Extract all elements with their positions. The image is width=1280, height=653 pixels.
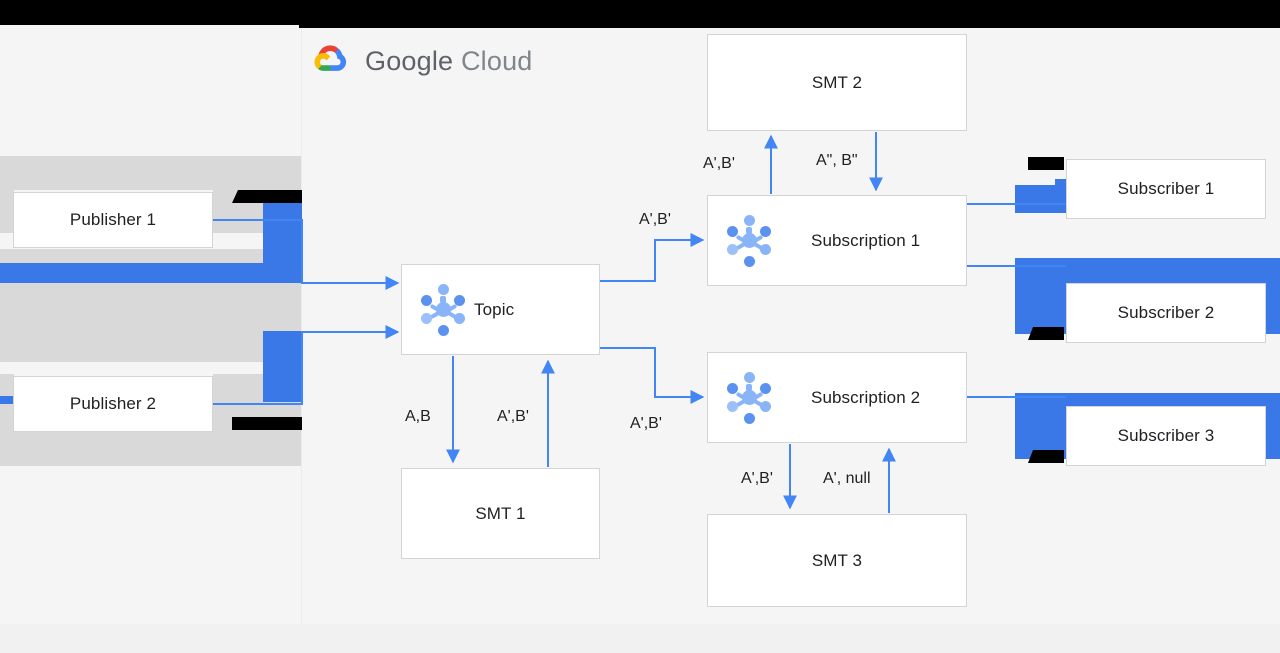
glitch-blue-block-left-2 bbox=[0, 263, 302, 283]
page-footer-background bbox=[0, 624, 1280, 653]
node-smt-2[interactable]: SMT 2 bbox=[707, 34, 967, 131]
edge-label-sub2-to-smt3: A',B' bbox=[741, 470, 773, 487]
google-cloud-wordmark: Google Cloud bbox=[365, 46, 533, 77]
node-subscriber-2[interactable]: Subscriber 2 bbox=[1066, 283, 1266, 343]
edge-label-topic-to-sub2: A',B' bbox=[630, 415, 662, 432]
edge-label-smt1-to-topic: A',B' bbox=[497, 408, 529, 425]
edge-label-smt2-to-sub1: A", B" bbox=[816, 152, 858, 169]
node-label: SMT 2 bbox=[811, 72, 863, 92]
node-label: Publisher 2 bbox=[69, 394, 157, 413]
google-cloud-logo-icon bbox=[309, 41, 353, 82]
glitch-gray-band-2 bbox=[0, 190, 14, 233]
node-subscriber-3[interactable]: Subscriber 3 bbox=[1066, 406, 1266, 466]
node-label: Subscriber 3 bbox=[1117, 426, 1215, 445]
wordmark-google: Google bbox=[365, 45, 454, 76]
glitch-gray-band-1 bbox=[0, 156, 301, 190]
panel-divider bbox=[301, 28, 302, 624]
google-cloud-brand: Google Cloud bbox=[309, 41, 533, 81]
node-smt-1[interactable]: SMT 1 bbox=[401, 468, 600, 559]
redaction-bar-subscriber-2 bbox=[1028, 327, 1064, 340]
redaction-bar-subscriber-3 bbox=[1028, 450, 1064, 463]
node-label: Topic bbox=[474, 299, 515, 319]
node-label: Publisher 1 bbox=[69, 210, 157, 229]
top-redaction-bar-left bbox=[0, 0, 299, 25]
edge-label-topic-to-sub1: A',B' bbox=[639, 211, 671, 228]
glitch-blue-block-left-4 bbox=[0, 396, 14, 404]
edge-label-sub1-to-smt2: A',B' bbox=[703, 155, 735, 172]
node-label: Subscriber 1 bbox=[1117, 179, 1215, 198]
node-label: Subscription 2 bbox=[811, 387, 921, 407]
pubsub-subscription-icon bbox=[722, 214, 776, 268]
redaction-bar-publisher-1 bbox=[232, 190, 302, 203]
glitch-blue-block-right-3b bbox=[1015, 393, 1280, 403]
node-label: Subscriber 2 bbox=[1117, 303, 1215, 322]
wordmark-cloud: Cloud bbox=[460, 45, 533, 76]
node-subscription-2[interactable]: Subscription 2 bbox=[707, 352, 967, 443]
edge-label-topic-to-smt1: A,B bbox=[405, 408, 431, 425]
node-label: SMT 1 bbox=[475, 503, 526, 523]
node-subscription-1[interactable]: Subscription 1 bbox=[707, 195, 967, 286]
glitch-blue-block-left-3 bbox=[263, 331, 302, 402]
node-label: SMT 3 bbox=[811, 550, 863, 570]
glitch-blue-block-right-2b bbox=[1015, 258, 1280, 268]
glitch-gray-band-4 bbox=[0, 249, 301, 263]
redaction-bar-publisher-2 bbox=[232, 417, 302, 430]
glitch-gray-band-8 bbox=[0, 432, 301, 466]
node-label: Subscription 1 bbox=[811, 230, 921, 250]
node-smt-3[interactable]: SMT 3 bbox=[707, 514, 967, 607]
node-topic[interactable]: Topic bbox=[401, 264, 600, 355]
redaction-bar-subscriber-1 bbox=[1028, 157, 1064, 170]
edge-label-smt3-to-sub2: A', null bbox=[823, 470, 871, 487]
pubsub-topic-icon bbox=[416, 283, 470, 337]
glitch-gray-band-5 bbox=[0, 283, 301, 362]
pubsub-subscription-icon bbox=[722, 371, 776, 425]
node-publisher-1[interactable]: Publisher 1 bbox=[13, 192, 213, 248]
node-publisher-2[interactable]: Publisher 2 bbox=[13, 376, 213, 432]
node-subscriber-1[interactable]: Subscriber 1 bbox=[1066, 159, 1266, 219]
top-redaction-bar-right bbox=[299, 0, 1280, 28]
